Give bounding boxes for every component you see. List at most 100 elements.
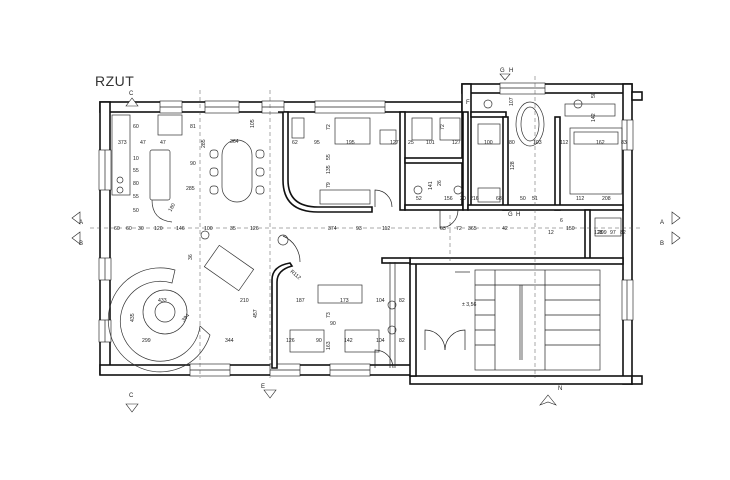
dimension-label: 126 xyxy=(250,226,259,232)
dimension-label: 112 xyxy=(382,226,390,232)
dimension-label: 50 xyxy=(520,196,526,202)
dimension-label: 95 xyxy=(314,140,320,146)
interior-walls xyxy=(271,111,624,377)
dimension-label: 25 xyxy=(408,140,414,146)
section-h-mid: H xyxy=(516,212,520,218)
dimension-label: 299 xyxy=(142,338,151,344)
dimension-label: 50 xyxy=(591,92,597,98)
dimension-label: 97 xyxy=(610,230,616,236)
dimension-label: 90 xyxy=(330,321,336,327)
section-h-top: H xyxy=(509,68,513,74)
dimension-label: 20 xyxy=(460,196,466,202)
dimension-label: 93 xyxy=(356,226,362,232)
dimension-label: 146 xyxy=(176,226,185,232)
section-g-top: G xyxy=(500,68,505,74)
dimension-label: 62 xyxy=(292,140,298,146)
plan-title: RZUT xyxy=(95,73,134,89)
dimension-label: 208 xyxy=(602,196,611,202)
room2-furniture xyxy=(291,117,397,205)
dimension-label: 104 xyxy=(376,298,385,304)
dimension-label: 80 xyxy=(509,140,515,146)
dimension-label: 103 xyxy=(533,140,542,146)
dimension-label: 126 xyxy=(286,338,295,344)
dimension-label: 127 xyxy=(390,140,399,146)
dimension-label: 105 xyxy=(250,119,256,128)
north-arrow-icon: N xyxy=(539,386,562,406)
living-room-furniture xyxy=(107,230,397,373)
dimension-label: 195 xyxy=(346,140,355,146)
dimension-label: 26 xyxy=(437,180,443,186)
dimension-label: 128 xyxy=(510,161,516,170)
level-mark: ± 3,56 xyxy=(462,302,476,308)
dimension-label: 285 xyxy=(186,186,195,192)
dimension-label: 72 xyxy=(440,124,446,130)
dimension-label: 36 xyxy=(188,254,194,260)
dimension-label: 10 xyxy=(133,156,139,162)
dimension-label: 101 xyxy=(426,140,435,146)
dimension-label: 163 xyxy=(326,341,332,350)
section-b-left: B xyxy=(79,241,83,247)
section-e-mid: E xyxy=(261,384,265,390)
dimension-label: 112 xyxy=(576,196,584,202)
dimension-label: 216 xyxy=(470,196,479,202)
dimension-label: 83 xyxy=(621,140,627,146)
dimension-label: 51 xyxy=(532,196,538,202)
section-c-bottom: C xyxy=(129,393,134,399)
kitchen-furniture xyxy=(111,114,183,223)
section-a-right: A xyxy=(660,220,664,226)
dimension-label: 210 xyxy=(240,298,249,304)
staircase xyxy=(455,269,601,371)
dimension-label: 107 xyxy=(509,97,515,106)
dimension-label: 112 xyxy=(560,140,568,146)
section-markers: A B A B C C E G H F G H xyxy=(71,68,681,413)
dimension-label: 55 xyxy=(326,154,332,160)
dimension-label: 55 xyxy=(133,168,139,174)
dimension-label: 100 xyxy=(204,226,213,232)
section-b-right: B xyxy=(660,241,664,247)
dimension-label: 72 xyxy=(326,124,332,130)
dimension-label: 173 xyxy=(340,298,349,304)
dimension-label: 142 xyxy=(344,338,353,344)
dining-table xyxy=(209,139,265,203)
section-a-left: A xyxy=(79,220,83,226)
dimension-label: 373 xyxy=(118,140,127,146)
dimension-label: 374 xyxy=(328,226,337,232)
dimension-label: 81 xyxy=(190,124,196,130)
dimension-label: 135 xyxy=(326,165,332,174)
dimension-label: 104 xyxy=(376,338,385,344)
dimension-label: 47 xyxy=(140,140,146,146)
dimension-label: 63 xyxy=(440,226,446,232)
dimension-label: 435 xyxy=(130,313,136,322)
dimension-label: 90 xyxy=(190,161,196,167)
dimension-label: 68 xyxy=(496,196,502,202)
dimension-label: 80 xyxy=(133,181,139,187)
dimension-label: 60 xyxy=(114,226,120,232)
dimension-label: 52 xyxy=(416,196,422,202)
dimension-label: 150 xyxy=(566,226,575,232)
dimension-label: 394 xyxy=(181,313,191,324)
dimension-label: 187 xyxy=(296,298,305,304)
dimension-label: 79 xyxy=(326,182,332,188)
dimension-label: 364 xyxy=(230,139,239,145)
dimension-label: 100 xyxy=(484,140,493,146)
section-g-mid: G xyxy=(508,212,513,218)
dimension-label: 162 xyxy=(596,140,605,146)
bedroom-furniture xyxy=(564,103,623,237)
dimension-label: 30 xyxy=(138,226,144,232)
dimension-label: 365 xyxy=(468,226,477,232)
dimension-label: 141 xyxy=(428,181,434,190)
dimension-label: 127 xyxy=(452,140,461,146)
section-f-top: F xyxy=(466,100,470,106)
dimension-label: 35 xyxy=(230,226,236,232)
dimension-label: 156 xyxy=(444,196,453,202)
dimension-label: 128 xyxy=(594,230,603,236)
dimension-label: 90 xyxy=(316,338,322,344)
dimension-label: 72 xyxy=(456,226,462,232)
radius-label: R112 xyxy=(289,269,302,281)
dimension-label: 73 xyxy=(326,312,332,318)
axis-lines xyxy=(90,76,640,378)
dimension-label: 50 xyxy=(133,208,139,214)
windows xyxy=(98,82,634,377)
